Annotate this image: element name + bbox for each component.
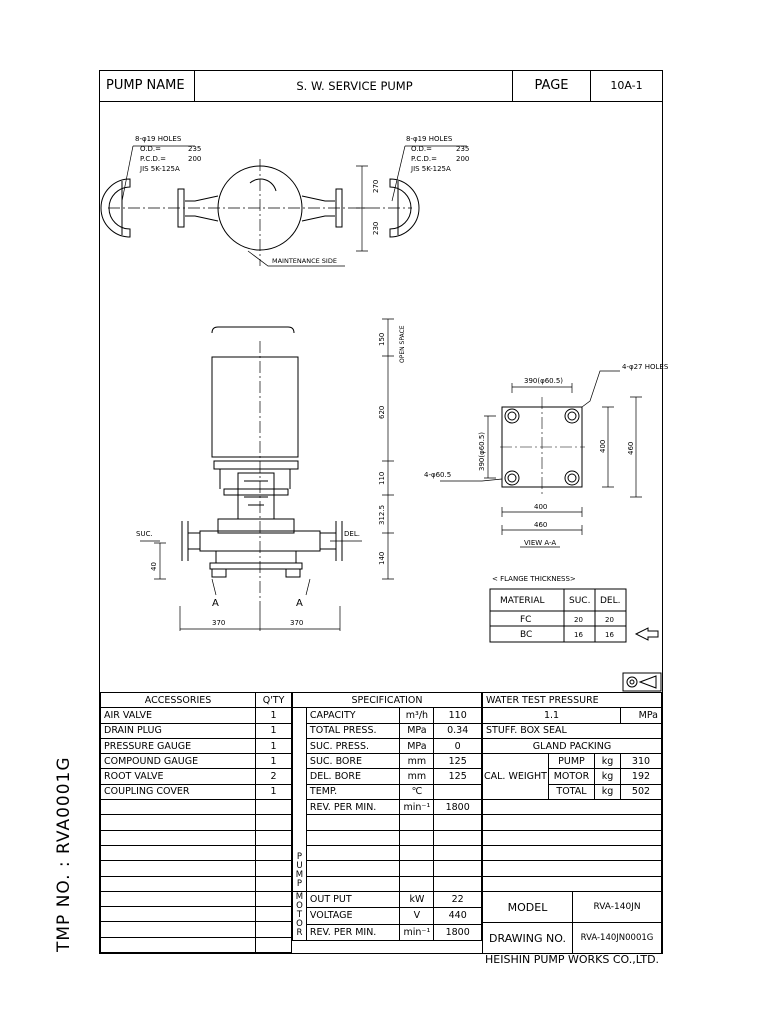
flange-thickness-title: < FLANGE THICKNESS> (492, 575, 576, 583)
svg-text:20: 20 (605, 616, 614, 624)
right-holes-spec: 8-φ19 HOLES (406, 135, 453, 143)
svg-text:DEL.: DEL. (600, 596, 621, 606)
model-drawing-table: MODEL RVA-140JN DRAWING NO. RVA-140JN000… (482, 891, 662, 954)
svg-text:460: 460 (627, 442, 635, 455)
svg-text:110: 110 (378, 472, 386, 485)
suction-label: SUC. (136, 530, 153, 538)
svg-text:270: 270 (372, 180, 380, 193)
svg-text:20: 20 (574, 616, 583, 624)
svg-text:150: 150 (378, 333, 386, 346)
base-holes-label: 4-φ27 HOLES (622, 363, 669, 371)
svg-text:620: 620 (378, 406, 386, 419)
company-name: HEISHIN PUMP WORKS CO.,LTD. (485, 953, 660, 966)
motor-body (211, 356, 299, 458)
motor-label: MOTOR (294, 891, 305, 937)
svg-text:390(φ60.5): 390(φ60.5) (478, 432, 486, 471)
svg-text:FC: FC (520, 615, 531, 625)
section-a-right: A (296, 598, 303, 609)
svg-text:JIS 5K-125A: JIS 5K-125A (410, 165, 451, 173)
svg-text:460: 460 (534, 521, 547, 529)
pump-name-label: PUMP NAME (106, 78, 185, 93)
tmp-number: TMP NO. : RVA0001G (54, 756, 74, 952)
maintenance-side-label: MAINTENANCE SIDE (272, 257, 337, 265)
pointer-arrow-icon (634, 627, 659, 641)
svg-text:140: 140 (378, 552, 386, 565)
svg-text:200: 200 (456, 155, 469, 163)
right-elbow (389, 178, 420, 238)
pump-drawing: 8-φ19 HOLES O.D.= 235 P.C.D.= 200 JIS 5K… (100, 135, 669, 692)
svg-text:200: 200 (188, 155, 201, 163)
svg-text:400: 400 (534, 503, 547, 511)
pump-casing (199, 530, 321, 552)
svg-text:SUC.: SUC. (569, 596, 590, 606)
svg-text:230: 230 (372, 222, 380, 235)
svg-text:312.5: 312.5 (378, 505, 386, 525)
open-space-label: OPEN SPACE (399, 325, 406, 363)
page-number: 10A-1 (590, 71, 662, 101)
motor-flange (213, 460, 299, 470)
svg-text:235: 235 (456, 145, 469, 153)
svg-text:O.D.=: O.D.= (140, 145, 161, 153)
pump-label: PUMP (294, 851, 305, 888)
svg-text:16: 16 (574, 631, 583, 639)
table-row: TEMP.℃ (293, 783, 482, 801)
svg-text:40: 40 (150, 562, 158, 571)
motor-fan-cover (211, 326, 295, 334)
coupling (237, 472, 275, 520)
svg-text:4-φ60.5: 4-φ60.5 (424, 471, 451, 479)
svg-text:O.D.=: O.D.= (411, 145, 432, 153)
svg-text:370: 370 (290, 619, 303, 627)
svg-text:235: 235 (188, 145, 201, 153)
svg-text:JIS 5K-125A: JIS 5K-125A (139, 165, 180, 173)
page-label: PAGE (512, 71, 590, 101)
view-aa-label: VIEW A-A (524, 539, 556, 547)
svg-text:16: 16 (605, 631, 614, 639)
left-elbow (100, 178, 131, 238)
base-plate (209, 562, 303, 570)
title-block-header: PUMP NAME S. W. SERVICE PUMP PAGE 10A-1 (100, 71, 662, 102)
pump-name: S. W. SERVICE PUMP (194, 71, 514, 101)
svg-text:390(φ60.5): 390(φ60.5) (524, 377, 563, 385)
svg-text:P.C.D.=: P.C.D.= (411, 155, 437, 163)
svg-text:370: 370 (212, 619, 225, 627)
pump-bracket (217, 518, 295, 534)
drawing-sheet: PUMP NAME S. W. SERVICE PUMP PAGE 10A-1 (99, 70, 669, 954)
section-a-left: A (212, 598, 219, 609)
table-row: PUMP CAPACITY m³/h 110 (292, 707, 482, 892)
svg-text:P.C.D.=: P.C.D.= (140, 155, 166, 163)
svg-text:400: 400 (599, 440, 607, 453)
specification-table: SPECIFICATION PUMP CAPACITY m³/h 110 TOT… (292, 691, 482, 941)
svg-text:MATERIAL: MATERIAL (500, 596, 545, 606)
left-holes-spec: 8-φ19 HOLES (135, 135, 182, 143)
svg-text:BC: BC (520, 630, 532, 640)
delivery-label: DEL. (344, 530, 360, 538)
